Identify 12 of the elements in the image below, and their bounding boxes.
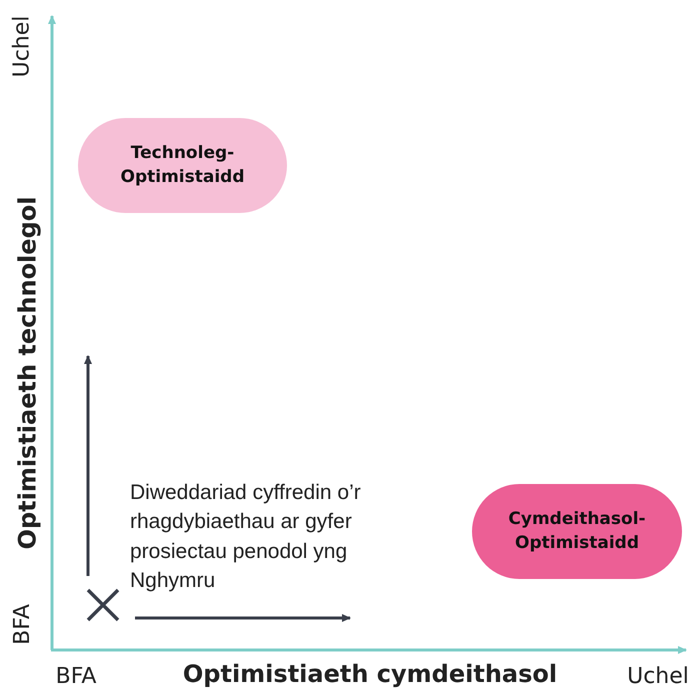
axis-title: Optimistiaeth technolegol	[12, 196, 41, 549]
axis-max-label: Uchel	[626, 664, 690, 689]
arrow	[135, 614, 351, 622]
category-pill: Cymdeithasol-Optimistaidd	[472, 484, 682, 579]
cross-mark	[86, 588, 120, 622]
axis-min-label: BFA	[54, 664, 98, 689]
axis-min-label: BFA	[9, 604, 34, 644]
axis-max-label: Uchel	[9, 15, 34, 77]
annotation-text: Diweddariad cyffredin o’r rhagdybiaethau ar gyfer prosiectau penodol yng Nghymru	[130, 480, 362, 594]
arrow	[84, 355, 92, 576]
axis-title: Optimistiaeth cymdeithasol	[182, 660, 558, 688]
category-pill: Technoleg-Optimistaidd	[78, 118, 287, 213]
